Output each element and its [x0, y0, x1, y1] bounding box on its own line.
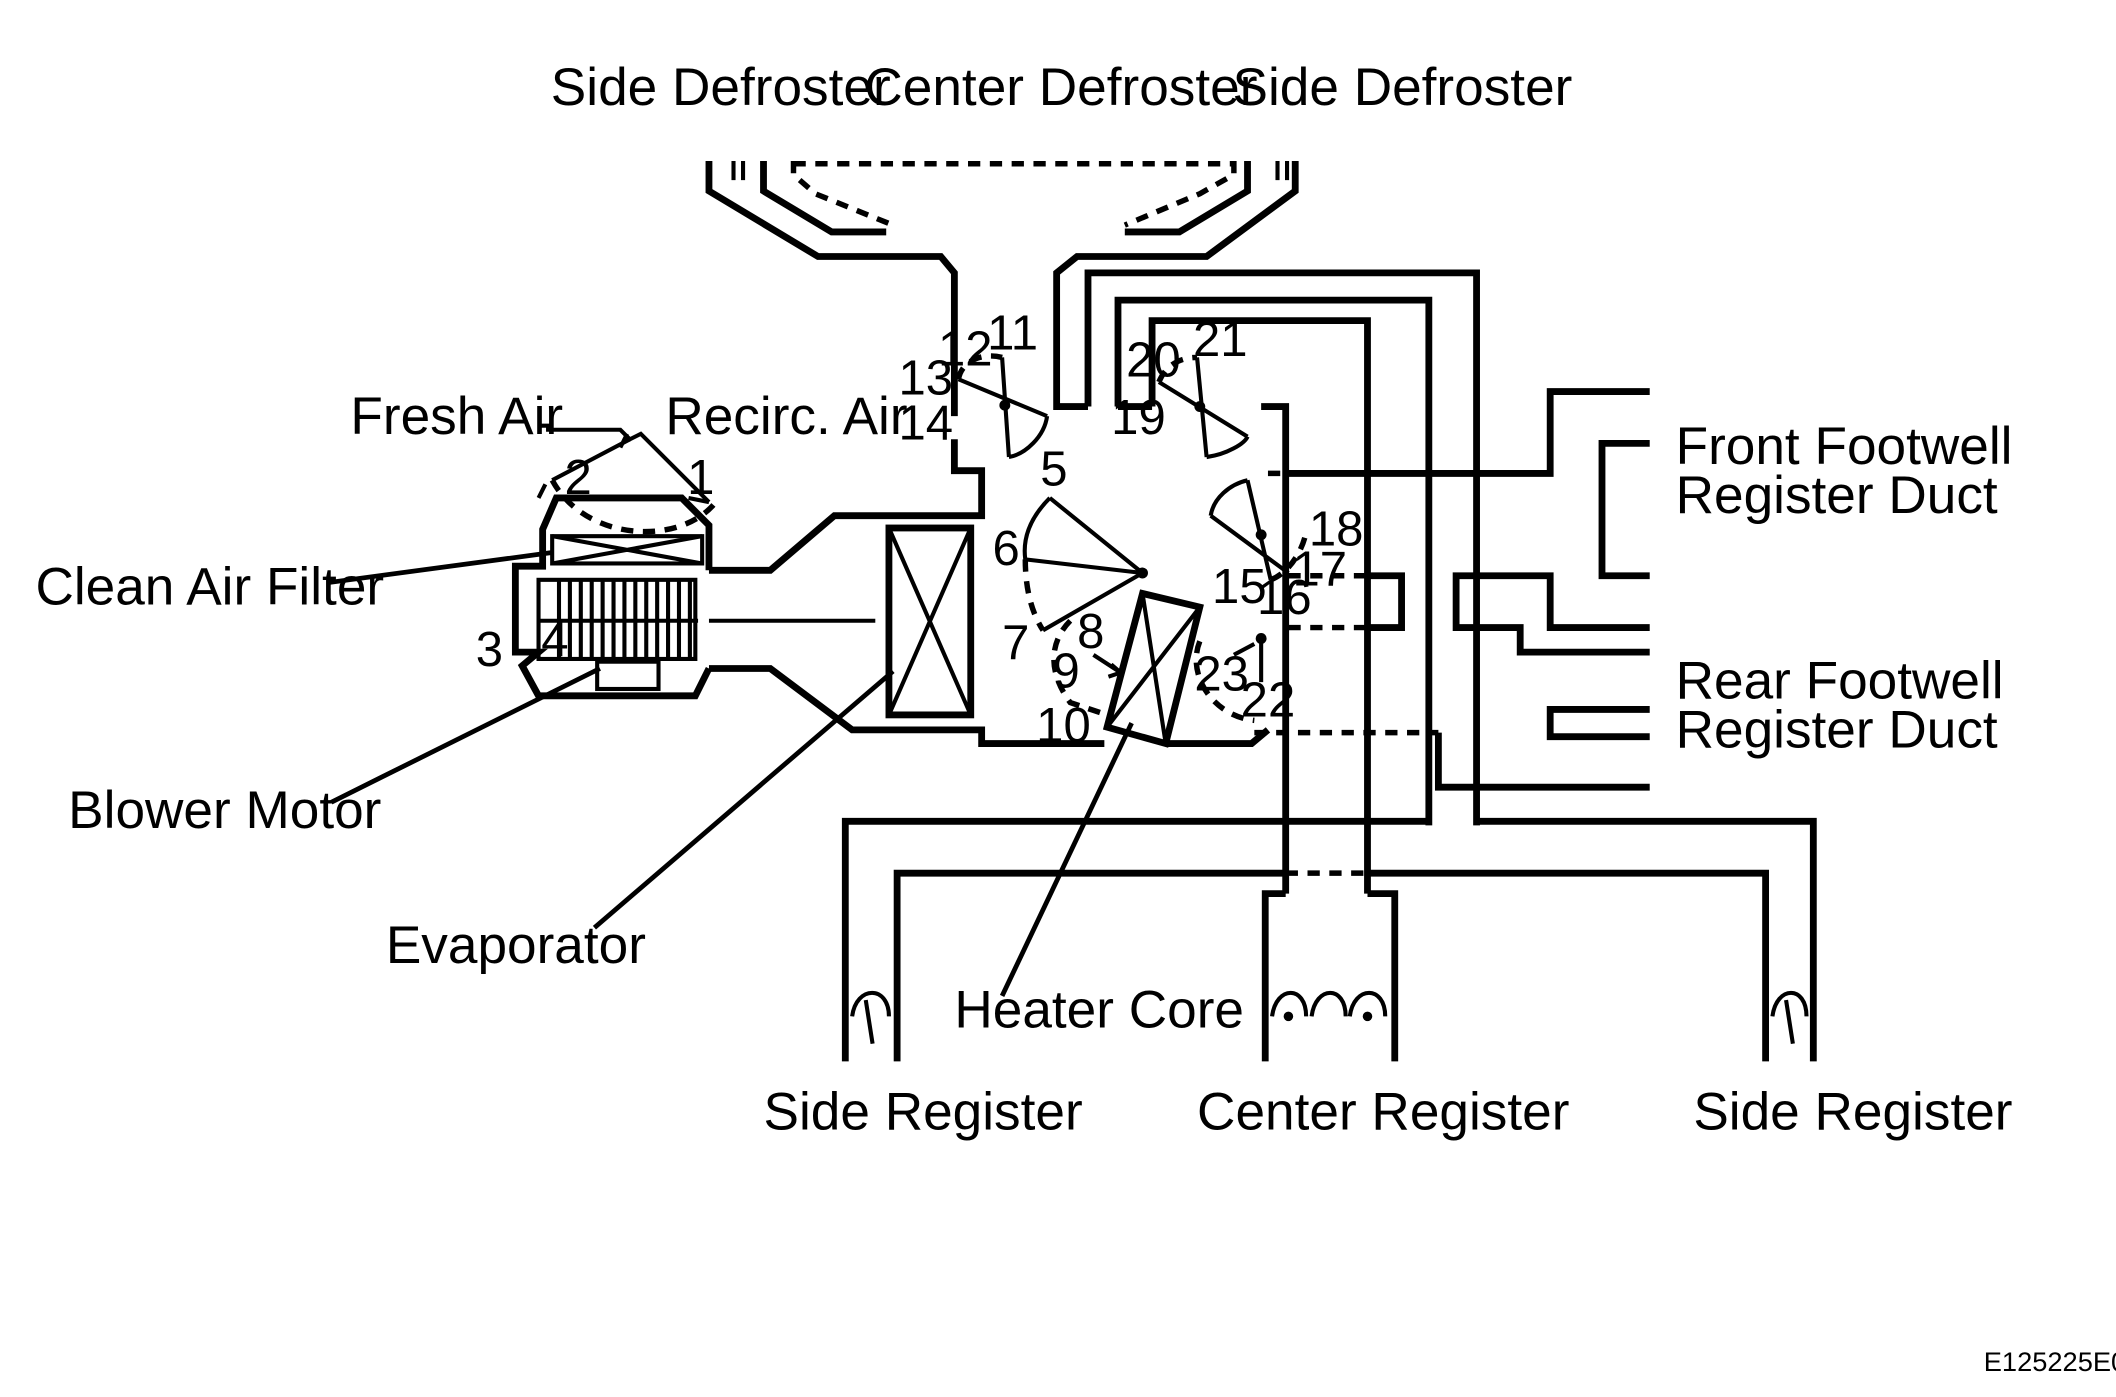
door-number-18: 18: [1309, 503, 1364, 557]
door-number-10: 10: [1036, 699, 1091, 753]
label-center-defroster: Center Defroster: [864, 58, 1257, 117]
door-number-23: 23: [1194, 647, 1249, 701]
defroster-door: [955, 353, 1050, 460]
blower-wheel: [536, 577, 699, 662]
register-ducts: [841, 817, 1817, 1062]
door-number-5: 5: [1040, 443, 1067, 497]
door-number-14: 14: [898, 396, 953, 450]
door-number-7: 7: [1002, 616, 1029, 670]
door-number-8: 8: [1077, 605, 1104, 659]
heater-door: [1051, 618, 1125, 719]
footwell-ducts: [1254, 388, 1650, 791]
blower-housing: [511, 423, 718, 700]
clean-air-filter: [550, 534, 705, 566]
blower-motor: [595, 659, 661, 692]
label-side-defroster-right: Side Defroster: [1233, 58, 1573, 117]
label-heater-core: Heater Core: [954, 980, 1244, 1039]
door-number-6: 6: [993, 522, 1020, 576]
air-doors: [618, 353, 1309, 724]
label-side-defroster-left: Side Defroster: [551, 58, 891, 117]
door-number-11: 11: [987, 306, 1038, 360]
label-side-register-right: Side Register: [1693, 1083, 2012, 1142]
door-number-16: 16: [1257, 571, 1312, 625]
label-center-register: Center Register: [1197, 1083, 1569, 1142]
door-number-17: 17: [1293, 542, 1348, 596]
foot-door: [1208, 478, 1309, 583]
label-evaporator: Evaporator: [386, 916, 646, 975]
vent-door: [1156, 354, 1250, 460]
label-front-footwell-2: Register Duct: [1676, 466, 1998, 525]
door-number-21: 21: [1193, 313, 1248, 367]
hvac-case: [708, 269, 1480, 894]
rear-door: [1193, 633, 1267, 724]
door-number-13: 13: [898, 351, 953, 405]
label-recirc-air: Recirc. Air: [665, 387, 907, 446]
leader-lines: [328, 550, 1134, 997]
door-number-2: 2: [564, 451, 591, 505]
door-numbers: 1 2 3 4 5 6 7 8 9 10 11 12 13 14 15 16 1…: [476, 306, 1364, 753]
label-clean-air-filter: Clean Air Filter: [35, 557, 384, 616]
label-rear-footwell-2: Register Duct: [1676, 701, 1998, 760]
door-number-19: 19: [1111, 391, 1166, 445]
labels: Side Defroster Center Defroster Side Def…: [35, 58, 2116, 1377]
label-side-register-left: Side Register: [764, 1083, 1083, 1142]
defroster-ducts: [705, 160, 1299, 417]
evaporator: [885, 524, 975, 719]
label-front-footwell-1: Front Footwell: [1676, 417, 2013, 476]
door-number-15: 15: [1212, 560, 1267, 614]
door-number-20: 20: [1126, 334, 1181, 388]
air-mix-door: [1022, 496, 1148, 633]
door-number-4: 4: [541, 613, 568, 667]
heater-core: [1102, 589, 1204, 748]
label-fresh-air: Fresh Air: [350, 387, 563, 446]
label-rear-footwell-1: Rear Footwell: [1676, 652, 2004, 711]
label-blower-motor: Blower Motor: [68, 781, 381, 840]
figure-code: E125225E01: [1984, 1346, 2116, 1377]
door-number-1: 1: [687, 451, 714, 505]
door-number-22: 22: [1241, 673, 1296, 727]
door-number-9: 9: [1053, 645, 1080, 699]
door-number-3: 3: [476, 623, 503, 677]
door-number-12: 12: [938, 323, 993, 377]
